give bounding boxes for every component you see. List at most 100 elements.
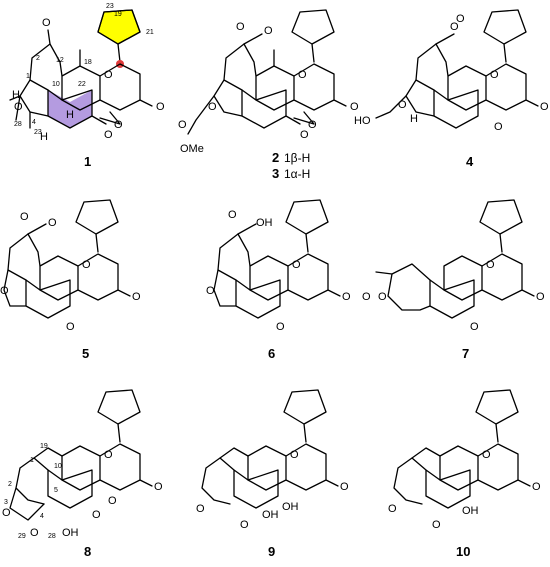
- compound-note: 1β-H: [284, 151, 310, 165]
- atom-o: O: [2, 507, 11, 519]
- compound-2-3-structure: O O O O OMe O O O O 2 1β-H 3 1α-H: [178, 9, 359, 181]
- atom-o: O: [208, 101, 217, 113]
- compound-label: 5: [82, 346, 89, 361]
- atom-o: O: [196, 503, 205, 515]
- atom-o: O: [82, 259, 91, 271]
- compound-label: 4: [466, 154, 474, 169]
- atom-h: H: [410, 113, 418, 125]
- atom-o: O: [264, 25, 273, 37]
- atom-numbers-1: 19 21 23 18 12 2 10 22 1 4 28 23: [14, 3, 154, 136]
- atom-o: O: [206, 285, 215, 297]
- atom-number: 23: [106, 3, 114, 10]
- atom-o: O: [14, 101, 23, 113]
- atom-number: 18: [84, 59, 92, 66]
- atom-o: O: [536, 291, 545, 303]
- atom-o: O: [298, 69, 307, 81]
- compound-label: 10: [456, 544, 470, 559]
- atom-number: 10: [52, 81, 60, 88]
- atom-o: O: [532, 481, 541, 493]
- atom-o: O: [104, 129, 113, 141]
- atom-number: 5: [54, 487, 58, 494]
- atom-number: 4: [40, 513, 44, 520]
- atom-o: O: [20, 211, 29, 223]
- atom-o: O: [0, 285, 9, 297]
- atom-oh: OH: [282, 501, 299, 513]
- atom-number: 4: [32, 119, 36, 126]
- atom-o: O: [48, 217, 57, 229]
- compound-label: 7: [462, 346, 469, 361]
- atom-ho: HO: [354, 115, 371, 127]
- atom-o: O: [42, 17, 51, 29]
- compound-1-structure: O H O H H O O O O 19 21 23 18 12 2 10 22…: [9, 3, 165, 169]
- atom-number: 21: [146, 29, 154, 36]
- atom-o: O: [178, 119, 187, 131]
- compound-label: 3: [272, 166, 279, 181]
- atom-oh: OH: [62, 527, 79, 539]
- atom-o: O: [292, 259, 301, 271]
- atom-o: O: [104, 449, 113, 461]
- atom-number: 12: [56, 57, 64, 64]
- atom-o: O: [132, 291, 141, 303]
- atom-number: 1: [30, 457, 34, 464]
- atom-o: O: [450, 21, 459, 33]
- atom-o: O: [300, 129, 309, 141]
- atom-o: O: [482, 449, 491, 461]
- compound-label: 8: [84, 544, 91, 559]
- compound-note: 1α-H: [284, 167, 310, 181]
- atom-o: O: [456, 13, 465, 25]
- atom-number: 10: [54, 463, 62, 470]
- compound-5-structure: O O O O O O 5: [0, 199, 141, 361]
- compound-4-structure: O O O HO H O O O 4: [354, 9, 549, 169]
- atom-number: 2: [8, 481, 12, 488]
- atom-o: O: [290, 449, 299, 461]
- atom-o: O: [66, 321, 75, 333]
- atom-o: O: [114, 119, 123, 131]
- atom-oh: OH: [256, 217, 273, 229]
- atom-o: O: [470, 321, 479, 333]
- atom-h: H: [12, 89, 20, 101]
- atom-h: H: [66, 109, 74, 121]
- compound-7-structure: O O O O O 7: [362, 199, 545, 361]
- atom-o: O: [240, 519, 249, 531]
- atom-o: O: [340, 481, 349, 493]
- atom-o: O: [108, 495, 117, 507]
- compound-label: 6: [268, 346, 275, 361]
- atom-o: O: [432, 519, 441, 531]
- compound-label: 1: [84, 154, 91, 169]
- atom-o: O: [92, 509, 101, 521]
- atom-o: O: [308, 119, 317, 131]
- compound-label: 2: [272, 150, 279, 165]
- atom-number: 23: [34, 129, 42, 136]
- atom-o: O: [362, 291, 371, 303]
- atom-o: O: [398, 99, 407, 111]
- atom-ome: OMe: [180, 143, 204, 155]
- atom-o: O: [276, 321, 285, 333]
- compound-10-structure: O O OH O O 10: [388, 389, 541, 559]
- ring-b-highlight: [48, 90, 92, 128]
- atom-number: 28: [48, 533, 56, 540]
- atom-number: 19: [114, 11, 122, 18]
- compound-8-structure: O O OH O O O O 1 2 3 4 5 10 19 28 29 8: [2, 389, 163, 559]
- atom-number: 29: [18, 533, 26, 540]
- atom-o: O: [104, 69, 113, 81]
- atom-o: O: [228, 209, 237, 221]
- atom-number: 2: [36, 55, 40, 62]
- compound-6-structure: O OH O O O O 6: [206, 199, 351, 361]
- atom-o: O: [350, 101, 359, 113]
- atom-o: O: [494, 121, 503, 133]
- atom-number: 3: [4, 499, 8, 506]
- atom-o: O: [342, 291, 351, 303]
- atom-number: 1: [26, 73, 30, 80]
- atom-o: O: [486, 259, 495, 271]
- atom-o: O: [388, 503, 397, 515]
- atom-o: O: [236, 21, 245, 33]
- atom-h: H: [40, 131, 48, 143]
- compound-9-structure: O O OH OH O O 9: [196, 389, 349, 559]
- atom-o: O: [154, 481, 163, 493]
- atom-o: O: [540, 101, 549, 113]
- atom-oh: OH: [462, 505, 479, 517]
- atom-numbers-8: 1 2 3 4 5 10 19 28 29: [4, 443, 62, 540]
- atom-number: 28: [14, 121, 22, 128]
- atom-o: O: [378, 291, 387, 303]
